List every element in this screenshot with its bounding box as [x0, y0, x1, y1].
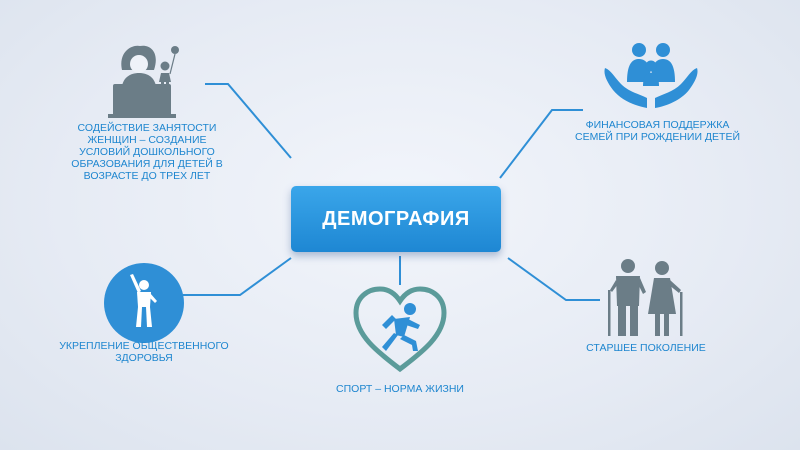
elderly-couple-icon — [608, 259, 683, 336]
woman-at-laptop-with-child-icon — [108, 45, 179, 118]
center-title: ДЕМОГРАФИЯ — [322, 207, 470, 230]
women-employment-label: СОДЕЙСТВИЕ ЗАНЯТОСТИ ЖЕНЩИН – СОЗДАНИЕ У… — [71, 122, 223, 182]
family-in-hands-icon — [604, 43, 698, 108]
sport-label: СПОРТ – НОРМА ЖИЗНИ — [336, 383, 464, 395]
connector-health — [183, 257, 292, 296]
connector-elderly — [507, 257, 600, 301]
connector-women — [205, 83, 292, 159]
public-health-label: УКРЕПЛЕНИЕ ОБЩЕСТВЕННОГО ЗДОРОВЬЯ — [59, 340, 229, 364]
heart-runner-icon — [353, 286, 447, 373]
center-node: ДЕМОГРАФИЯ — [291, 186, 501, 252]
elderly-label: СТАРШЕЕ ПОКОЛЕНИЕ — [586, 342, 706, 354]
exercising-person-icon — [104, 263, 184, 343]
connector-family — [499, 109, 583, 179]
family-support-label: ФИНАНСОВАЯ ПОДДЕРЖКА СЕМЕЙ ПРИ РОЖДЕНИИ … — [575, 119, 741, 143]
